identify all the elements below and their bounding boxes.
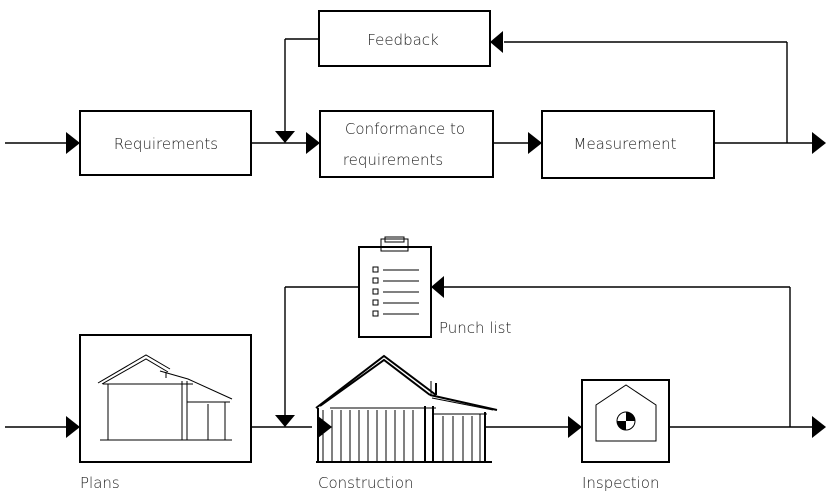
- measurement-label: Measurement: [574, 135, 677, 153]
- top-flow: Requirements Conformance to requirements…: [5, 10, 826, 179]
- arrow-into-measurement: [528, 132, 542, 154]
- bottom-output-arrow: [812, 416, 826, 438]
- punch-list-label: Punch list: [439, 319, 511, 337]
- house-inspection-target-icon: [595, 384, 657, 442]
- house-elevation-drawing-icon: [97, 354, 233, 441]
- inspection-label: Inspection: [582, 474, 659, 492]
- arrow-into-requirements: [66, 132, 80, 154]
- arrow-into-conformance: [306, 132, 320, 154]
- plans-label: Plans: [80, 474, 120, 492]
- arrow-into-construction: [318, 416, 332, 438]
- bottom-flow: Plans: [5, 236, 826, 492]
- house-under-construction-icon: [315, 354, 498, 463]
- conformance-box: [319, 110, 494, 178]
- conformance-label-line2: requirements: [343, 151, 443, 169]
- clipboard-checklist-icon: [358, 236, 432, 338]
- plans-box: [79, 334, 252, 463]
- measurement-box: [541, 110, 715, 179]
- arrow-into-feedback: [490, 31, 503, 53]
- arrow-into-inspection: [568, 416, 582, 438]
- feedback-label: Feedback: [367, 31, 439, 49]
- construction-label: Construction: [318, 474, 414, 492]
- arrow-punch-join: [275, 415, 295, 427]
- arrow-into-plans: [66, 416, 80, 438]
- feedback-box: [318, 10, 491, 67]
- arrow-feedback-join: [275, 131, 295, 143]
- conformance-label-line1: Conformance to: [345, 120, 465, 138]
- arrow-into-punch-list: [431, 276, 444, 298]
- top-output-arrow: [812, 132, 826, 154]
- requirements-label: Requirements: [114, 135, 218, 153]
